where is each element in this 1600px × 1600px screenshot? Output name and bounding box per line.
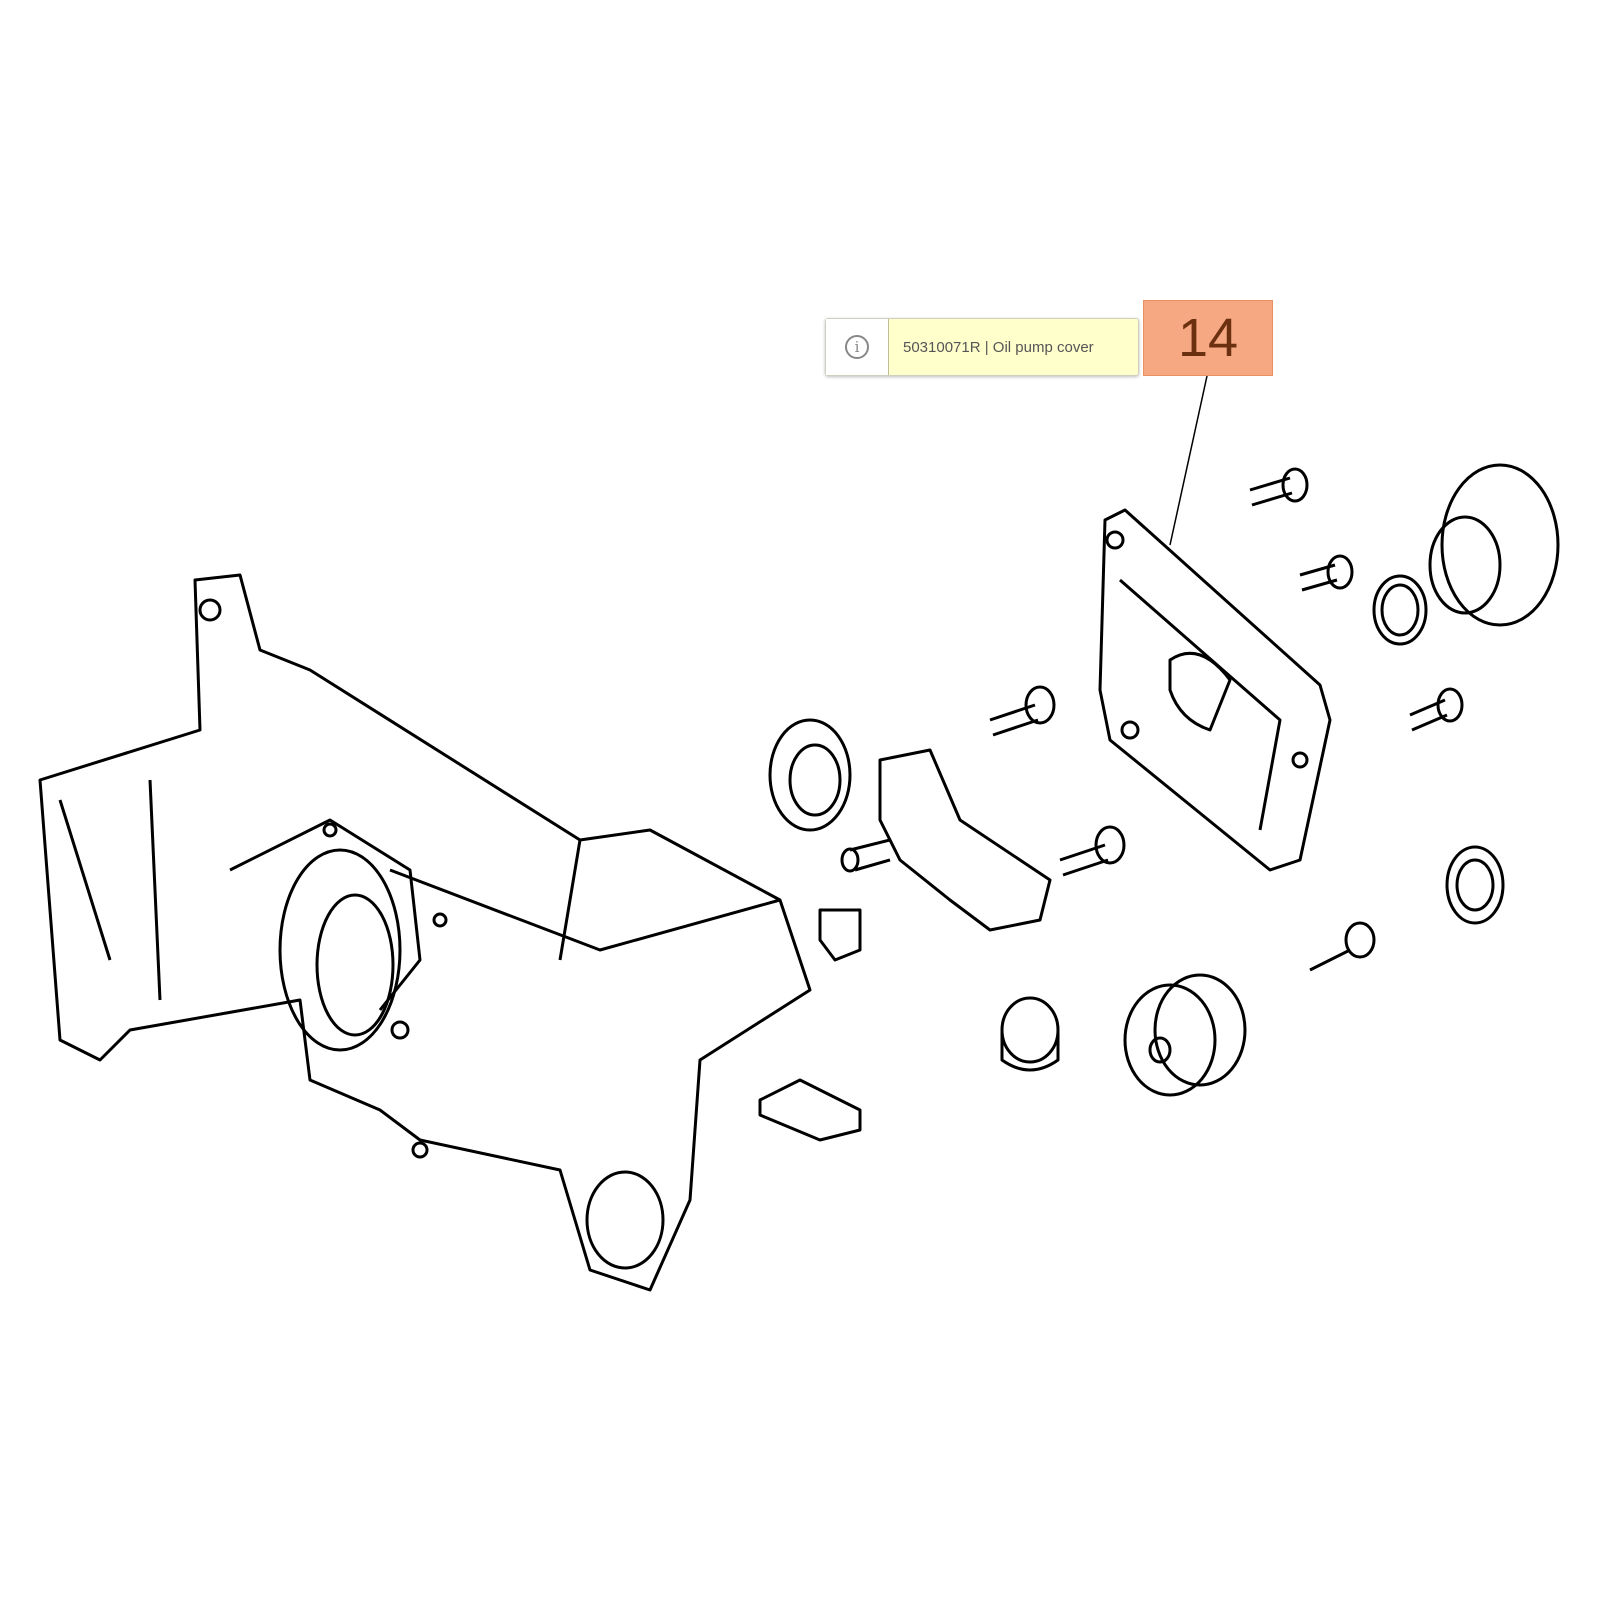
screws[interactable]: [989, 467, 1464, 972]
oil-pump[interactable]: [840, 748, 1060, 1072]
part-info-text: 50310071R | Oil pump cover: [903, 338, 1094, 356]
info-icon: i: [845, 335, 869, 359]
small-parts[interactable]: [758, 908, 1247, 1142]
washers-and-seals[interactable]: [768, 463, 1560, 925]
oil-pump-cover-part[interactable]: [1098, 508, 1332, 872]
crankcase-housing[interactable]: [38, 573, 812, 1292]
part-callout-14[interactable]: 14: [1143, 300, 1273, 376]
callout-leader-line: [1169, 375, 1208, 546]
part-info-tooltip: i 50310071R | Oil pump cover: [825, 318, 1139, 376]
info-icon-cell: i: [826, 319, 889, 375]
